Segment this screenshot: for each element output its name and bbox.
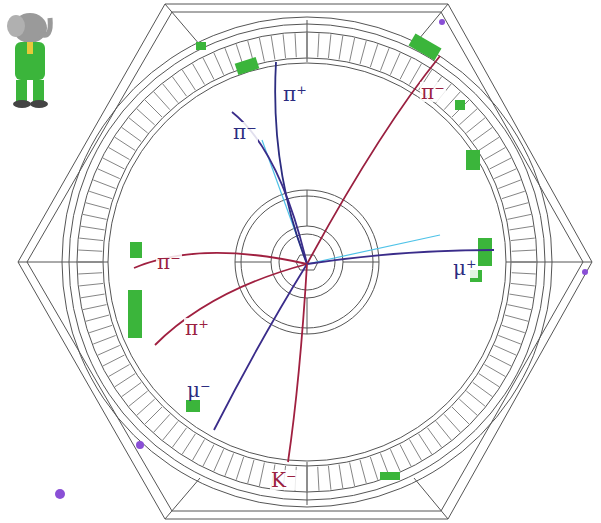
track-label: K⁻ [270, 470, 298, 490]
track-label: π⁻ [156, 252, 182, 272]
track-label: π⁻ [420, 82, 446, 102]
calorimeter-hits [128, 33, 492, 480]
particle-tracks [134, 56, 494, 462]
track-label: π⁻ [232, 122, 258, 142]
track-label: π⁺ [184, 318, 210, 338]
track-label: μ⁺ [452, 258, 478, 278]
track-label: μ⁻ [186, 380, 212, 400]
track-label: π⁺ [282, 84, 308, 104]
detector-outline [18, 4, 592, 519]
mascot [7, 13, 50, 108]
